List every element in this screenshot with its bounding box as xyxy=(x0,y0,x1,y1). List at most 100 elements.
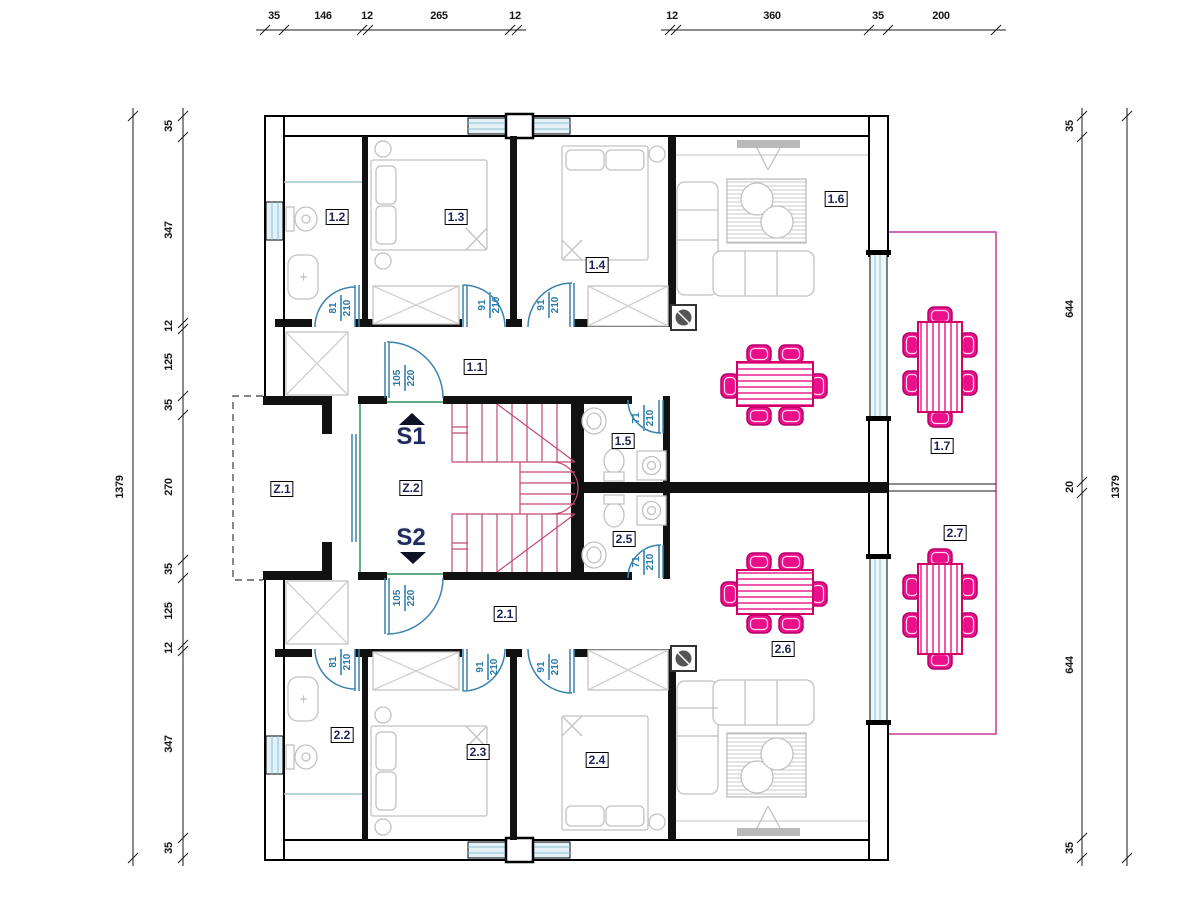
bed xyxy=(370,159,488,251)
dim-top: 35 xyxy=(872,10,884,22)
dim-left: 270 xyxy=(163,478,175,496)
dim-left: 125 xyxy=(163,353,175,371)
dim-top: 265 xyxy=(430,10,448,22)
nightstand xyxy=(374,140,392,158)
room-label-2-2: 2.2 xyxy=(330,727,354,743)
door-width: 81 xyxy=(328,302,339,314)
dim-left: 125 xyxy=(163,602,175,620)
room-label-1-4: 1.4 xyxy=(585,257,609,273)
room-label-1-1: 1.1 xyxy=(463,359,487,375)
room-label-1-6: 1.6 xyxy=(824,191,848,207)
dim-left: 35 xyxy=(163,399,175,411)
dim-left: 12 xyxy=(163,642,175,654)
dim-right-overall: 1379 xyxy=(1110,475,1122,499)
door-height: 210 xyxy=(550,296,561,314)
toilet-tank xyxy=(285,206,295,232)
bed xyxy=(370,725,488,817)
dim-right: 35 xyxy=(1064,842,1076,854)
doors xyxy=(314,282,664,694)
dining-table xyxy=(917,563,963,655)
windows xyxy=(265,112,891,864)
room-label-z-2: Z.2 xyxy=(399,480,423,496)
dim-left: 347 xyxy=(163,735,175,753)
sofa xyxy=(676,181,719,296)
dim-left-overall: 1379 xyxy=(114,475,126,499)
stove xyxy=(670,304,697,672)
door-height: 210 xyxy=(550,658,561,676)
door-width: 105 xyxy=(392,589,403,607)
dim-top: 360 xyxy=(763,10,781,22)
room-label-2-5: 2.5 xyxy=(612,531,636,547)
room-label-2-1: 2.1 xyxy=(493,606,517,622)
room-label-1-7: 1.7 xyxy=(930,438,954,454)
door-height: 210 xyxy=(645,553,656,571)
door-height: 210 xyxy=(489,658,500,676)
tv xyxy=(737,828,800,836)
room-label-1-2: 1.2 xyxy=(325,209,349,225)
dining-table xyxy=(736,361,814,407)
dim-left: 35 xyxy=(163,563,175,575)
toilet xyxy=(603,502,625,528)
furniture xyxy=(284,140,868,836)
dim-left: 35 xyxy=(163,120,175,132)
stair-label-s1: S1 xyxy=(396,423,426,450)
dining-table xyxy=(917,321,963,413)
stairwell-entry-glazing xyxy=(351,434,357,542)
dim-top: 146 xyxy=(314,10,332,22)
dim-left: 35 xyxy=(163,842,175,854)
door-height: 210 xyxy=(342,653,353,671)
ottoman xyxy=(740,182,774,216)
stair-up-arrow-icon xyxy=(399,413,425,425)
door-width: 91 xyxy=(477,299,488,311)
dim-right: 35 xyxy=(1064,120,1076,132)
door-width: 71 xyxy=(631,556,642,568)
door-width: 91 xyxy=(475,661,486,673)
dim-top: 12 xyxy=(666,10,678,22)
dim-right: 644 xyxy=(1064,300,1076,318)
party-wall-terrace-line xyxy=(888,483,996,492)
dim-top: 35 xyxy=(268,10,280,22)
door-height: 220 xyxy=(406,589,417,607)
tv xyxy=(737,140,800,148)
door-width: 91 xyxy=(536,299,547,311)
room-label-z-1: Z.1 xyxy=(270,481,294,497)
dim-top: 200 xyxy=(932,10,950,22)
dim-left: 347 xyxy=(163,221,175,239)
dim-right: 644 xyxy=(1064,656,1076,674)
dim-top: 12 xyxy=(361,10,373,22)
room-label-2-6: 2.6 xyxy=(771,641,795,657)
door-height: 210 xyxy=(491,296,502,314)
toilet xyxy=(603,448,625,474)
dining-sets xyxy=(720,306,978,670)
door-width: 105 xyxy=(392,369,403,387)
room-label-1-3: 1.3 xyxy=(444,209,468,225)
stair-label-s2: S2 xyxy=(396,524,426,551)
dim-left: 12 xyxy=(163,320,175,332)
room-label-1-5: 1.5 xyxy=(611,433,635,449)
door-height: 220 xyxy=(406,369,417,387)
stair-down-arrow-icon xyxy=(400,552,426,564)
porch-dashed-outline xyxy=(232,395,263,581)
room-label-2-4: 2.4 xyxy=(585,752,609,768)
door-width: 91 xyxy=(536,661,547,673)
dim-right: 20 xyxy=(1064,481,1076,493)
dining-table xyxy=(736,569,814,615)
stairs xyxy=(451,403,579,573)
door-height: 210 xyxy=(342,299,353,317)
dimension-linework xyxy=(127,24,1133,866)
outer-walls xyxy=(264,115,889,861)
door-width: 81 xyxy=(328,656,339,668)
dim-top: 12 xyxy=(509,10,521,22)
